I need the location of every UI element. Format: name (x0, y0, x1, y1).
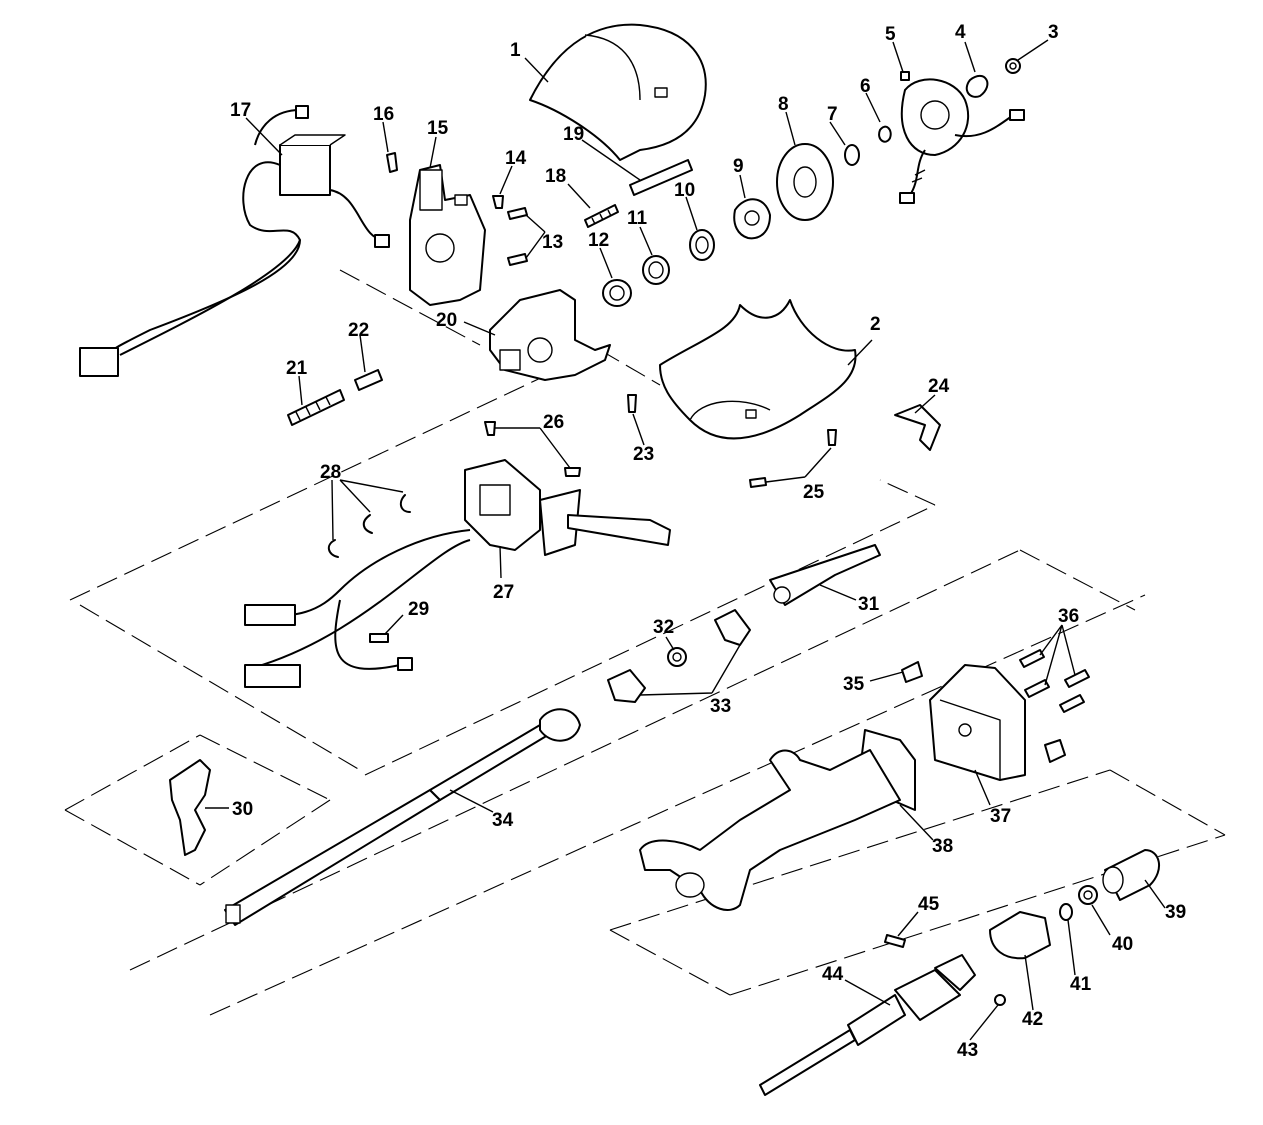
retaining-clip-4 (965, 74, 989, 98)
callout-41: 41 (1070, 974, 1092, 995)
callout-13: 13 (542, 232, 563, 253)
bearing-11 (642, 255, 670, 285)
retaining-nut (1005, 58, 1021, 74)
support-bracket-37 (929, 664, 1026, 781)
pivot-pin-19 (629, 159, 693, 196)
turn-signal-cam-9 (733, 198, 771, 240)
bushings-35 (901, 661, 1066, 763)
callout-17: 17 (230, 100, 251, 121)
lock-plate-with-harness (899, 71, 1025, 204)
nut-43 (994, 994, 1006, 1006)
group-boundaries (64, 269, 1226, 1016)
callout-8: 8 (778, 94, 789, 115)
callout-23: 23 (633, 444, 654, 465)
callout-35: 35 (843, 674, 865, 695)
snap-ring-7 (844, 144, 860, 166)
callout-4: 4 (955, 22, 966, 43)
callout-27: 27 (493, 582, 514, 603)
callout-leaders (205, 39, 1166, 1041)
callout-36: 36 (1058, 606, 1079, 627)
u-joint-centering-33 (607, 609, 751, 703)
callout-32: 32 (653, 617, 674, 638)
callout-44: 44 (822, 964, 844, 985)
callout-43: 43 (957, 1040, 978, 1061)
callout-24: 24 (928, 376, 950, 397)
callout-28: 28 (320, 462, 341, 483)
callout-7: 7 (827, 104, 838, 125)
steering-column-jacket (639, 749, 901, 911)
upper-steering-shaft-31 (769, 544, 881, 606)
screw-14 (492, 195, 504, 209)
callout-18: 18 (545, 166, 566, 187)
retainer-40 (1078, 885, 1098, 905)
screw-45 (884, 934, 906, 948)
spring-washer-6 (878, 125, 892, 143)
callout-31: 31 (858, 594, 880, 615)
multifunction-switch-27 (244, 459, 671, 688)
callout-45: 45 (918, 894, 940, 915)
callout-39: 39 (1165, 902, 1186, 923)
callout-42: 42 (1022, 1009, 1043, 1030)
upper-shroud (529, 23, 707, 161)
screw-29 (369, 633, 389, 643)
screws-13 (507, 207, 528, 266)
bolts-36 (1019, 649, 1090, 713)
callout-11: 11 (627, 208, 648, 229)
lock-housing-20 (489, 289, 611, 381)
callout-21: 21 (286, 358, 308, 379)
bearing-race-12 (602, 279, 632, 307)
callout-labels: 1 2 3 4 5 6 7 8 9 10 11 12 13 14 15 16 1… (230, 22, 1186, 1061)
cancelling-cam-8 (776, 143, 834, 221)
bearing-32 (667, 647, 687, 667)
callout-26: 26 (543, 412, 564, 433)
callout-34: 34 (492, 810, 514, 831)
callout-9: 9 (733, 156, 744, 177)
screw-16 (386, 152, 398, 173)
callout-40: 40 (1112, 934, 1133, 955)
callout-5: 5 (885, 24, 896, 45)
lower-shroud (659, 299, 857, 440)
callout-29: 29 (408, 599, 429, 620)
callout-1: 1 (510, 40, 521, 61)
screws-25 (749, 429, 837, 488)
lower-shaft-44 (759, 954, 976, 1096)
callout-3: 3 (1048, 22, 1059, 43)
callout-20: 20 (436, 310, 457, 331)
wiring-harness-17 (79, 105, 390, 377)
callout-14: 14 (505, 148, 527, 169)
spring-10 (689, 229, 715, 261)
spring-21 (287, 389, 345, 426)
retaining-rings-28 (327, 494, 411, 558)
lower-steering-shaft-34 (224, 708, 581, 926)
callout-10: 10 (674, 180, 695, 201)
clip-24 (894, 404, 941, 451)
spring-18 (584, 204, 619, 228)
callout-19: 19 (563, 124, 584, 145)
washer-41 (1059, 903, 1073, 921)
callout-38: 38 (932, 836, 953, 857)
callout-2: 2 (870, 314, 881, 335)
callout-12: 12 (588, 230, 609, 251)
callout-6: 6 (860, 76, 871, 97)
housing-cover-15 (409, 164, 486, 306)
screws-26 (484, 421, 581, 477)
lock-actuator-30 (169, 759, 211, 856)
callout-33: 33 (710, 696, 731, 717)
callout-16: 16 (373, 104, 394, 125)
callout-25: 25 (803, 482, 825, 503)
pin-22 (354, 369, 383, 391)
callout-22: 22 (348, 320, 369, 341)
screw-23 (627, 394, 637, 413)
callout-15: 15 (427, 118, 449, 139)
lower-bearing-adapter-39 (1102, 849, 1160, 901)
bearing-boot-42 (989, 911, 1051, 960)
callout-30: 30 (232, 799, 253, 820)
callout-37: 37 (990, 806, 1011, 827)
